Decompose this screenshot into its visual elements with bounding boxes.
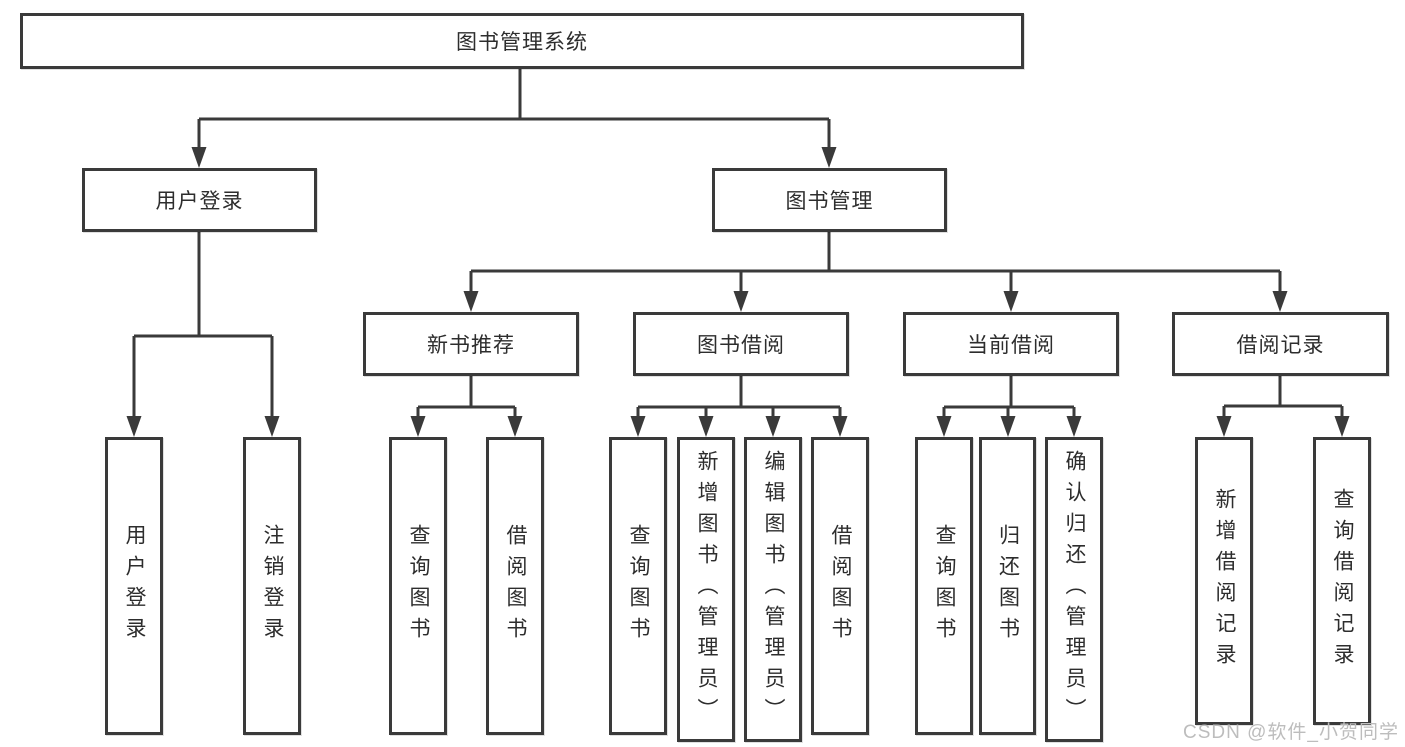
node-book-management: 图书管理 <box>712 168 947 232</box>
node-label: 当前借阅 <box>967 334 1055 357</box>
node-label: 注销登录 <box>261 524 284 648</box>
node-label: 用户登录 <box>155 190 244 213</box>
node-label: 图书借阅 <box>697 334 785 357</box>
node-label: 确认归还（管理员） <box>1063 450 1086 729</box>
leaf-borrow-books: 借阅图书 <box>486 437 544 735</box>
node-label: 用户登录 <box>123 524 146 648</box>
leaf-query-books: 查询图书 <box>609 437 667 735</box>
node-current-borrowing: 当前借阅 <box>903 312 1119 376</box>
leaf-confirm-return-admin: 确认归还（管理员） <box>1045 437 1103 742</box>
leaf-logout: 注销登录 <box>243 437 301 735</box>
node-borrowing-records: 借阅记录 <box>1172 312 1389 376</box>
node-label: 借阅记录 <box>1236 334 1325 357</box>
node-label: 新增借阅记录 <box>1213 488 1236 674</box>
leaf-add-books-admin: 新增图书（管理员） <box>677 437 735 742</box>
node-label: 新书推荐 <box>427 334 515 357</box>
node-label: 新增图书（管理员） <box>695 450 718 729</box>
node-system-root: 图书管理系统 <box>20 13 1024 69</box>
node-new-book-recommend: 新书推荐 <box>363 312 579 376</box>
leaf-return-books: 归还图书 <box>979 437 1036 735</box>
node-book-borrowing: 图书借阅 <box>633 312 849 376</box>
node-label: 归还图书 <box>996 524 1020 648</box>
node-label: 查询图书 <box>407 524 430 648</box>
leaf-query-borrow-record: 查询借阅记录 <box>1313 437 1371 725</box>
leaf-user-login: 用户登录 <box>105 437 163 735</box>
leaf-query-books: 查询图书 <box>915 437 973 735</box>
leaf-edit-books-admin: 编辑图书（管理员） <box>744 437 802 742</box>
leaf-query-books: 查询图书 <box>389 437 447 735</box>
arrowheads <box>126 147 1350 437</box>
node-label: 借阅图书 <box>504 524 527 648</box>
node-user-login: 用户登录 <box>82 168 317 232</box>
node-label: 编辑图书（管理员） <box>762 450 785 729</box>
node-label: 查询借阅记录 <box>1331 488 1354 674</box>
node-label: 查询图书 <box>627 524 650 648</box>
leaf-add-borrow-record: 新增借阅记录 <box>1195 437 1253 725</box>
node-label: 查询图书 <box>933 524 956 648</box>
csdn-watermark: CSDN @软件_小贺同学 <box>1183 722 1399 743</box>
node-label: 图书管理 <box>785 190 874 213</box>
node-label: 图书管理系统 <box>456 31 588 54</box>
node-label: 借阅图书 <box>829 524 852 648</box>
leaf-borrow-books: 借阅图书 <box>811 437 869 735</box>
